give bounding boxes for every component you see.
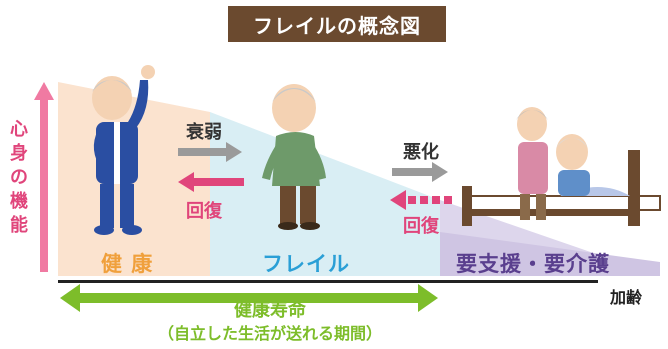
- healthy-person-illustration: [92, 65, 155, 235]
- function-axis-label: 心 身 の 機 能: [8, 118, 30, 238]
- healthy-lifespan-sublabel: （自立した生活が送れる期間）: [157, 324, 382, 343]
- care-illustration: [462, 107, 661, 226]
- function-axis-char: 能: [10, 215, 28, 236]
- frail-band: [210, 112, 440, 276]
- function-axis-arrow: [34, 82, 54, 272]
- page-title: フレイルの概念図: [228, 6, 446, 42]
- recover-arrow-1: [178, 172, 244, 192]
- decline-label-2: 悪化: [403, 142, 439, 163]
- decline-label-1: 衰弱: [186, 122, 222, 143]
- frail-person-illustration: [262, 84, 326, 230]
- function-axis-char: 心: [10, 119, 28, 140]
- healthy-lifespan-arrow: [60, 284, 438, 312]
- decline-arrow-2: [392, 162, 448, 182]
- care-band-base: [440, 232, 660, 276]
- function-axis-char: 身: [10, 143, 28, 164]
- stage-healthy-label: 健 康: [101, 252, 154, 276]
- aging-axis-label: 加齢: [610, 288, 643, 307]
- stage-care-label: 要支援・要介護: [456, 252, 610, 276]
- recover-arrow-2: [390, 190, 452, 210]
- function-axis-char: の: [10, 167, 28, 188]
- recover-label-2: 回復: [403, 216, 439, 237]
- healthy-lifespan-label: 健康寿命: [234, 300, 306, 321]
- function-axis-char: 機: [10, 191, 28, 212]
- aging-axis-line: [58, 280, 598, 283]
- decline-arrow-1: [178, 142, 242, 162]
- stage-frail-label: フレイル: [262, 252, 350, 276]
- recover-label-1: 回復: [186, 201, 222, 222]
